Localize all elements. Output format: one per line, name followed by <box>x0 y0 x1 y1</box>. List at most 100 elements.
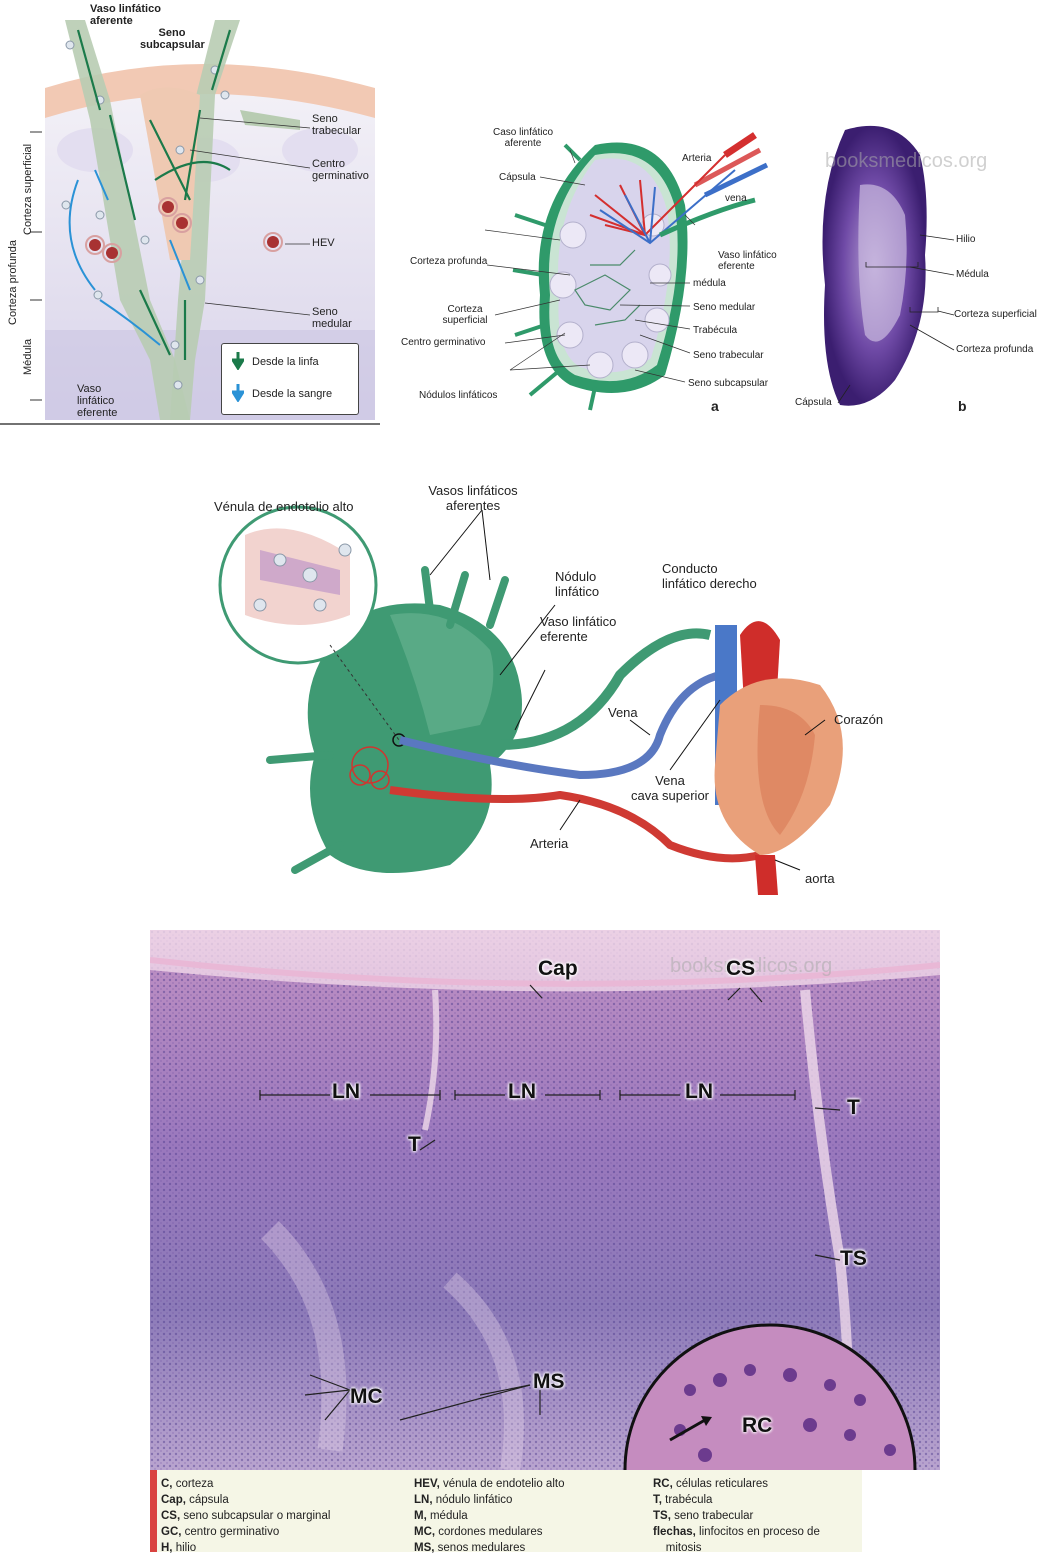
key-definition: seno trabecular <box>670 1510 754 1522</box>
lymph-node-illustration <box>484 132 769 411</box>
label-vein: vena <box>725 193 747 204</box>
key-abbreviation: Cap, <box>161 1494 186 1506</box>
legend: Desde la linfa Desde la sangre <box>221 343 359 415</box>
label-aorta: aorta <box>805 871 835 886</box>
panel-letter-b: b <box>958 398 967 414</box>
label-cap: Cap <box>538 957 578 980</box>
label-afferent-vessels: Vasos linfáticos aferentes <box>428 483 518 513</box>
key-definition: centro germinativo <box>181 1526 280 1538</box>
down-arrow-green-icon <box>230 352 246 375</box>
key-entry: LN, nódulo linfático <box>414 1492 564 1508</box>
micrograph-image <box>150 930 940 1470</box>
label-deep-cortex: Corteza profunda <box>7 240 19 325</box>
key-definition: senos medulares <box>434 1542 526 1554</box>
key-definition: nódulo linfático <box>432 1494 513 1506</box>
label-ln-3: LN <box>685 1080 713 1103</box>
key-definition: mitosis <box>653 1542 702 1554</box>
label-lymph-nodules: Nódulos linfáticos <box>419 390 498 401</box>
label-ln-1: LN <box>332 1080 360 1103</box>
label-artery: Arteria <box>530 836 569 851</box>
label-vein: Vena <box>608 705 638 720</box>
key-definition: médula <box>426 1510 468 1522</box>
key-abbreviation: MS, <box>414 1542 435 1554</box>
label-rc: RC <box>742 1414 773 1437</box>
key-definition: cordones medulares <box>435 1526 543 1538</box>
lymph-flow-illustration <box>0 20 380 425</box>
key-abbreviation: RC, <box>653 1478 673 1490</box>
label-ln-2: LN <box>508 1080 536 1103</box>
label-efferent: Vaso linfático eferente <box>718 250 777 272</box>
key-definition: seno subcapsular o marginal <box>180 1510 331 1522</box>
label-trabecular-sinus: Seno trabecular <box>312 113 361 137</box>
key-abbreviation: MC, <box>414 1526 436 1538</box>
key-entry: GC, centro germinativo <box>161 1524 330 1540</box>
key-definition: linfocitos en proceso de <box>695 1526 820 1538</box>
key-abbreviation: TS, <box>653 1510 671 1522</box>
key-accent-bar <box>150 1470 157 1552</box>
label-medullary-sinus: Seno medular <box>693 302 756 313</box>
key-abbreviation: HEV, <box>414 1478 440 1490</box>
panel-lymph-node-diagram: Caso linfático aferente Cápsula Arteria … <box>395 115 795 425</box>
key-abbreviation: T, <box>653 1494 662 1506</box>
label-t-2: T <box>847 1096 860 1119</box>
label-capsule: Cápsula <box>795 397 832 408</box>
key-definition: trabécula <box>661 1494 713 1506</box>
key-entry: CS, seno subcapsular o marginal <box>161 1508 330 1524</box>
label-superior-vena-cava: Vena cava superior <box>630 773 710 803</box>
histology-section-image <box>822 125 955 406</box>
key-entry: mitosis <box>653 1540 820 1556</box>
label-lymph-nodule: Nódulo linfático <box>555 569 600 599</box>
label-deep-cortex: Corteza profunda <box>956 344 1034 355</box>
label-right-lymph-duct: Conducto linfático derecho <box>662 561 757 591</box>
label-capsule: Cápsula <box>499 172 536 183</box>
key-entry: MC, cordones medulares <box>414 1524 564 1540</box>
legend-lymph-label: Desde la linfa <box>252 356 319 368</box>
label-trabecula: Trabécula <box>693 325 738 336</box>
key-entry: HEV, vénula de endotelio alto <box>414 1476 564 1492</box>
label-medulla: médula <box>693 278 726 289</box>
down-arrow-blue-icon <box>230 384 246 407</box>
label-medulla: Médula <box>956 269 989 280</box>
key-entry: RC, células reticulares <box>653 1476 820 1492</box>
key-definition: vénula de endotelio alto <box>439 1478 565 1490</box>
label-medullary-sinus: Seno medular <box>312 306 352 330</box>
key-definition: células reticulares <box>672 1478 769 1490</box>
panel-circulation-illustration: Vénula de endotelio alto Vasos linfático… <box>200 475 900 895</box>
label-hilum: Hilio <box>956 234 976 245</box>
key-entry: M, médula <box>414 1508 564 1524</box>
key-entry: TS, seno trabecular <box>653 1508 820 1524</box>
key-abbreviation: flechas, <box>653 1526 696 1538</box>
label-hev: HEV <box>312 237 335 249</box>
watermark: booksmedicos.org <box>825 150 988 172</box>
label-mc: MC <box>350 1385 383 1408</box>
key-abbreviation: LN, <box>414 1494 433 1506</box>
panel-letter-a: a <box>711 398 719 414</box>
key-abbreviation: H, <box>161 1542 173 1554</box>
key-entry: flechas, linfocitos en proceso de <box>653 1524 820 1540</box>
label-medulla: Médula <box>22 338 34 375</box>
label-deep-cortex: Corteza profunda <box>410 256 488 267</box>
label-heart: Corazón <box>834 712 884 727</box>
label-afferent: Caso linfático aferente <box>492 127 554 149</box>
label-cs: CS <box>726 957 756 980</box>
watermark: booksmedicos.org <box>670 955 833 977</box>
label-superficial-cortex: Corteza superficial <box>442 304 488 326</box>
label-subcapsular-sinus: Seno subcapsular <box>688 378 769 389</box>
key-definition: hilio <box>172 1542 197 1554</box>
key-abbreviation: GC, <box>161 1526 182 1538</box>
label-trabecular-sinus: Seno trabecular <box>693 350 764 361</box>
key-entry: Cap, cápsula <box>161 1492 330 1508</box>
legend-blood-label: Desde la sangre <box>252 388 333 400</box>
key-entry: MS, senos medulares <box>414 1540 564 1556</box>
label-superficial-cortex: Corteza superficial <box>954 309 1037 320</box>
key-abbreviation: CS, <box>161 1510 181 1522</box>
key-entry: T, trabécula <box>653 1492 820 1508</box>
label-superficial-cortex: Corteza superficial <box>22 143 34 235</box>
circulation-illustration <box>218 505 843 895</box>
label-hev: Vénula de endotelio alto <box>214 499 354 514</box>
key-abbreviation: M, <box>414 1510 427 1522</box>
